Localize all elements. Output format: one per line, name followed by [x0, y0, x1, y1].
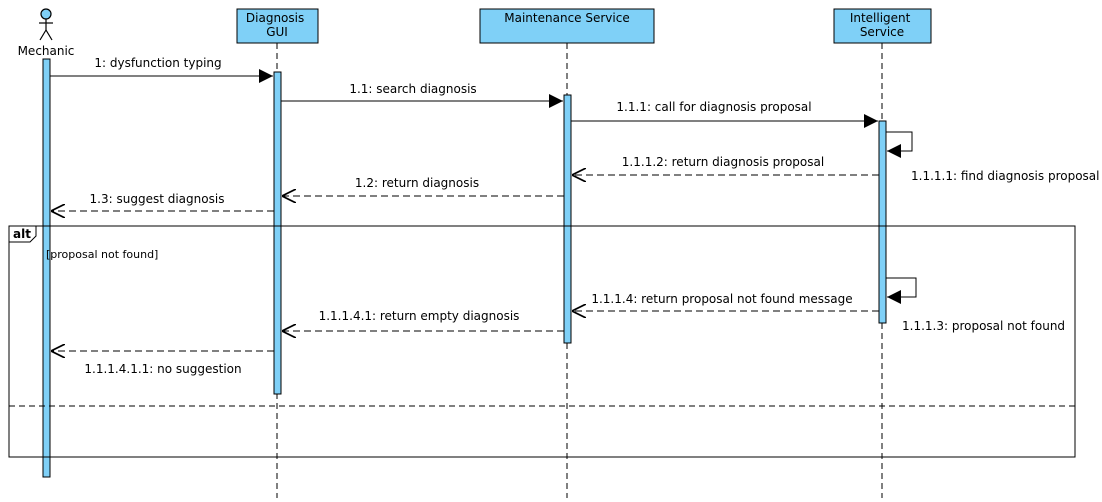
- message-label-4: 1.1.1.1: find diagnosis proposal: [911, 169, 1099, 183]
- actor-mechanic: Mechanic: [18, 8, 75, 58]
- actor-name: Mechanic: [18, 44, 75, 58]
- svg-text:Maintenance Service: Maintenance Service: [504, 11, 629, 25]
- participant-gui-line1: Diagnosis: [246, 11, 304, 25]
- message-label-5: 1.1.1.2: return diagnosis proposal: [622, 155, 824, 169]
- participant-intelligent-service: Intelligent Service: [833, 8, 932, 44]
- message-label-2: 1.1: search diagnosis: [349, 82, 476, 96]
- message-label-7: 1.3: suggest diagnosis: [90, 192, 225, 206]
- activation-intelligent-service: [878, 120, 887, 324]
- message-label-3: 1.1.1: call for diagnosis proposal: [616, 100, 811, 114]
- message-arrow-4: [886, 131, 913, 158]
- participant-gui: Diagnosis GUI: [236, 8, 319, 44]
- svg-text:Intelligent Service: Intelligent Service: [850, 11, 914, 39]
- participant-maintenance-service: Maintenance Service: [479, 8, 655, 44]
- stick-figure-icon: [39, 8, 53, 41]
- participant-is-line2: Service: [860, 25, 904, 39]
- message-label-1: 1: dysfunction typing: [94, 56, 221, 70]
- message-label-9: 1.1.1.4: return proposal not found messa…: [591, 292, 852, 306]
- svg-text:Diagnosis GUI: Diagnosis GUI: [246, 11, 308, 39]
- participant-is-line1: Intelligent: [850, 11, 911, 25]
- activation-mechanic: [42, 58, 51, 478]
- participant-ms-line1: Maintenance Service: [504, 11, 629, 25]
- message-label-10: 1.1.1.4.1: return empty diagnosis: [319, 309, 520, 323]
- participant-gui-line2: GUI: [266, 25, 288, 39]
- alt-guard: [proposal not found]: [46, 248, 158, 261]
- alt-operator: alt: [13, 227, 31, 241]
- message-label-11: 1.1.1.4.1.1: no suggestion: [84, 362, 241, 376]
- message-label-8: 1.1.1.3: proposal not found: [902, 319, 1065, 333]
- alt-fragment: alt [proposal not found]: [8, 225, 1076, 458]
- activation-gui: [273, 71, 282, 395]
- message-label-6: 1.2: return diagnosis: [355, 176, 479, 190]
- message-arrow-8: [886, 277, 917, 304]
- activation-maintenance-service: [563, 94, 572, 344]
